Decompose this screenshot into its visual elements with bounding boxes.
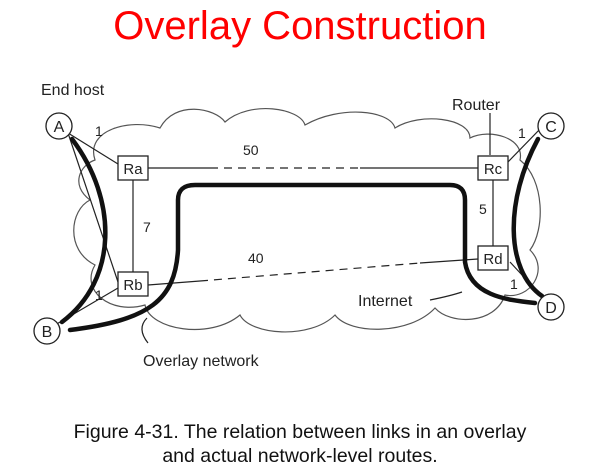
router-rd-label: Rd — [483, 251, 502, 268]
caption-line-2: and actual network-level routes. — [162, 445, 438, 467]
cost-b-rb: 1 — [95, 287, 103, 303]
overlay-diagram: Ra Rb Rc Rd A B C D End host Router Inte… — [33, 82, 565, 370]
link-rb-rd-dashed — [199, 262, 421, 282]
caption-line-1: Figure 4-31. The relation between links … — [73, 421, 527, 443]
host-a: A — [45, 112, 73, 140]
overlay-network-label: Overlay network — [143, 353, 260, 370]
overlay-path-b-d — [67, 182, 538, 333]
cost-rc-rd: 5 — [479, 201, 487, 217]
cost-a-ra: 1 — [95, 123, 103, 139]
host-d-label: D — [545, 300, 557, 317]
host-d: D — [537, 293, 565, 321]
slide-title: Overlay Construction — [113, 4, 487, 48]
overlay-network-leader — [141, 317, 149, 344]
cost-ra-rb: 7 — [143, 219, 151, 235]
host-b-label: B — [42, 324, 53, 341]
router-rb-label: Rb — [123, 277, 142, 294]
router-rc-label: Rc — [484, 161, 503, 178]
link-rb-rd-solid-right — [419, 258, 479, 264]
host-c-label: C — [545, 119, 557, 136]
link-c-rc — [507, 126, 543, 163]
cost-rb-rd: 40 — [248, 250, 264, 266]
host-a-label: A — [54, 119, 65, 136]
internet-leader — [429, 291, 463, 301]
overlay-path-a-b — [59, 136, 108, 325]
host-b: B — [33, 317, 61, 345]
host-c: C — [537, 112, 565, 140]
router-label: Router — [452, 97, 501, 114]
link-rb-rd-solid-left — [147, 280, 201, 286]
cost-d-rd: 1 — [510, 276, 518, 292]
link-a-ra — [67, 132, 119, 165]
figure-caption: Figure 4-31. The relation between links … — [0, 420, 600, 468]
end-host-label: End host — [41, 82, 105, 99]
router-rb: Rb — [117, 271, 149, 297]
router-ra-label: Ra — [123, 161, 143, 178]
router-rd: Rd — [477, 245, 509, 271]
overlay-path-c-d — [511, 136, 545, 299]
router-rc: Rc — [477, 155, 509, 181]
cost-ra-rc: 50 — [243, 142, 259, 158]
link-a-rb — [67, 132, 119, 283]
internet-cloud — [73, 108, 541, 333]
internet-label: Internet — [358, 293, 413, 310]
cost-c-rc: 1 — [518, 125, 526, 141]
router-ra: Ra — [117, 155, 149, 181]
